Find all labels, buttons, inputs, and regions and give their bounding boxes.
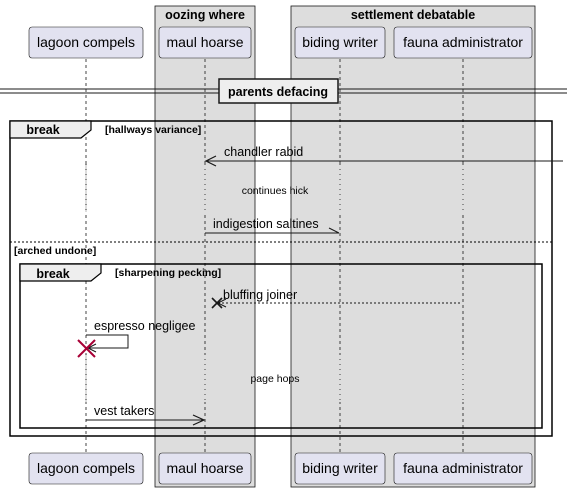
participant-label: fauna administrator xyxy=(403,34,523,50)
box-settlement-debatable xyxy=(290,5,536,488)
participant-label: lagoon compels xyxy=(37,34,135,50)
delay-dots-2 xyxy=(85,354,464,402)
message-indigestion-saltines: indigestion saltines xyxy=(205,217,340,234)
fragment-condition: [sharpening pecking] xyxy=(115,267,221,279)
fragment-keyword: break xyxy=(36,267,69,281)
participant-head-fauna-administrator: fauna administrator xyxy=(393,26,533,59)
message-label: chandler rabid xyxy=(224,145,303,159)
participant-label: biding writer xyxy=(302,34,378,50)
delay-label: continues hick xyxy=(242,185,309,197)
fragment-inner-break: break [sharpening pecking] xyxy=(19,263,543,429)
participant-label: maul hoarse xyxy=(166,34,243,50)
message-vest-takers: vest takers xyxy=(86,404,206,426)
participant-foot-fauna-administrator: fauna administrator xyxy=(393,452,533,485)
fragment-keyword: break xyxy=(26,123,59,137)
participant-foot-lagoon-compels: lagoon compels xyxy=(28,452,144,485)
box-oozing-where-title: oozing where xyxy=(165,8,245,22)
message-label: bluffing joiner xyxy=(223,288,297,302)
message-bluffing-joiner: bluffing joiner xyxy=(211,288,462,309)
fragment-condition: [hallways variance] xyxy=(105,124,201,136)
message-label: espresso negligee xyxy=(94,319,196,333)
participant-foot-maul-hoarse: maul hoarse xyxy=(158,452,252,485)
participant-label: maul hoarse xyxy=(166,460,243,476)
fragment-outer-break: break [hallways variance] [arched undone… xyxy=(9,120,553,437)
message-espresso-negligee: espresso negligee xyxy=(77,319,196,358)
participant-head-maul-hoarse: maul hoarse xyxy=(158,26,252,59)
message-label: vest takers xyxy=(94,404,154,418)
message-chandler-rabid: chandler rabid xyxy=(204,145,563,167)
divider-label: parents defacing xyxy=(228,85,328,99)
box-settlement-debatable-title: settlement debatable xyxy=(351,8,475,22)
delay-dots-1 xyxy=(85,164,464,212)
participant-head-biding-writer: biding writer xyxy=(294,26,386,59)
participant-foot-biding-writer: biding writer xyxy=(294,452,386,485)
participant-label: biding writer xyxy=(302,460,378,476)
participant-label: fauna administrator xyxy=(403,460,523,476)
destroy-icon xyxy=(77,339,96,358)
destroy-icon xyxy=(211,297,223,309)
divider: parents defacing xyxy=(0,78,567,104)
else-condition: [arched undone] xyxy=(14,245,96,257)
participant-head-lagoon-compels: lagoon compels xyxy=(28,26,144,59)
message-label: indigestion saltines xyxy=(213,217,319,231)
delay-label: page hops xyxy=(250,373,299,385)
participant-label: lagoon compels xyxy=(37,460,135,476)
